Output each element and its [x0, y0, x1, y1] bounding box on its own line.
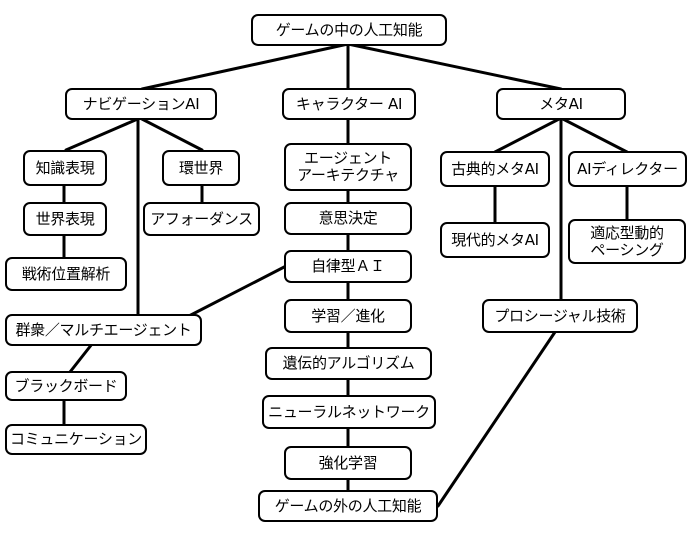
edge-root-nav [140, 42, 350, 91]
node-character-ai: キャラクター AI [282, 88, 416, 120]
node-decision-making: 意思決定 [284, 202, 412, 235]
node-genetic-algorithm: 遺伝的アルゴリズム [265, 347, 432, 380]
node-tactical-analysis: 戦術位置解析 [5, 257, 127, 291]
node-procedural-technique: プロシージャル技術 [482, 299, 638, 333]
node-umwelt: 環世界 [162, 150, 240, 186]
node-knowledge-representation: 知識表現 [23, 150, 107, 186]
node-ai-director: AIディレクター [568, 151, 687, 187]
node-navigation-ai: ナビゲーションAI [65, 88, 217, 120]
edge-nav-knowledge [64, 116, 142, 152]
node-learning-evolution: 学習／進化 [284, 299, 412, 333]
node-modern-meta-ai: 現代的メタAI [440, 222, 550, 258]
node-neural-network: ニューラルネットワーク [262, 395, 436, 429]
node-communication: コミュニケーション [5, 424, 147, 455]
node-swarm-multiagent: 群衆／マルチエージェント [5, 314, 202, 346]
node-affordance: アフォーダンス [143, 202, 260, 236]
edge-autonomous-swarm [183, 262, 292, 320]
edge-meta-classic [493, 116, 563, 154]
node-agent-architecture: エージェント アーキテクチャ [284, 143, 412, 191]
edge-swarm-blackboard [68, 342, 94, 374]
edge-procedural-outside [436, 330, 557, 508]
edge-nav-environment [138, 116, 204, 152]
node-meta-ai: メタAI [496, 88, 626, 120]
node-game-ai: ゲームの中の人工知能 [251, 14, 447, 46]
node-blackboard: ブラックボード [5, 371, 127, 401]
node-autonomous-ai: 自律型ＡＩ [284, 250, 412, 283]
edge-root-meta [346, 42, 563, 91]
node-reinforcement-learning: 強化学習 [284, 446, 412, 480]
edge-meta-director [559, 116, 629, 154]
node-ai-outside-game: ゲームの外の人工知能 [258, 490, 438, 522]
node-classic-meta-ai: 古典的メタAI [440, 151, 550, 187]
node-adaptive-pacing: 適応型動的 ペーシング [568, 219, 686, 264]
node-world-representation: 世界表現 [23, 202, 107, 236]
